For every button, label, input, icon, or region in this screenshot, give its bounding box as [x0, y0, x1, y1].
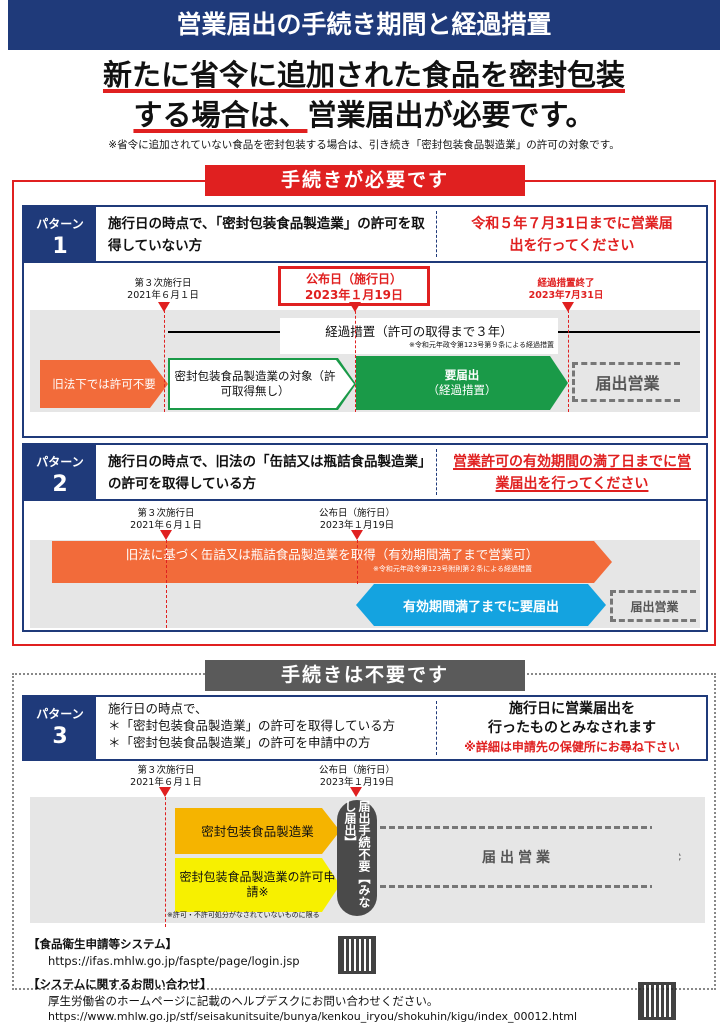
footer-inquiry-heading: 【システムに関するお問い合わせ】 [28, 977, 212, 991]
headline-note: ※省令に追加されていない食品を密封包装する場合は、引き続き「密封包装食品製造業」… [108, 139, 620, 151]
footer-system-heading: 【食品衛生申請等システム】 [28, 937, 178, 951]
arrow-sealed-license: 密封包装食品製造業 [175, 808, 340, 854]
arrow-license-applying: 密封包装食品製造業の許可申請※ [175, 858, 340, 912]
pattern-3-text: 施行日の時点で、＊「密封包装食品製造業」の許可を取得している方＊「密封包装食品製… [108, 701, 396, 750]
arrow-notification-required: 要届出（経過措置） [356, 356, 568, 410]
p3-arrow-notified-business: 届出営業 [380, 826, 656, 888]
footer-inquiry-link[interactable]: https://www.mhlw.go.jp/stf/seisakunitsui… [48, 1010, 578, 1023]
arrow-renewal-deadline: 有効期間満了までに要届出 [356, 584, 606, 626]
footer-inquiry-text: 厚生労働省のホームページに記載のヘルプデスクにお問い合わせください。 [48, 994, 439, 1008]
qr-code-system [338, 936, 376, 974]
page-title: 営業届出の手続き期間と経過措置 [8, 0, 720, 50]
pattern-1-text: 施行日の時点で、「密封包装食品製造業」の許可を取得していない方 [108, 216, 425, 254]
pattern-3-result: 施行日に営業届出を行ったものとみなされます※詳細は申請先の保健所にお尋ね下さい [464, 701, 680, 754]
pattern-2-deadline: 営業許可の有効期間の満了日までに営業届出を行ってください [453, 454, 691, 492]
footer-system-link[interactable]: https://ifas.mhlw.go.jp/faspte/page/logi… [48, 954, 300, 968]
p2-date-promulgation: 公布日（施行日）2023年１月19日 [318, 508, 395, 531]
arrow-old-license: 旧法に基づく缶詰又は瓶詰食品製造業を取得（有効期間満了まで営業可）※令和元年政令… [52, 541, 612, 583]
arrow-target: 密封包装食品製造業の対象（許可取得無し） [168, 358, 356, 410]
date-promulgation: 公布日（施行日）2023年１月19日 [278, 266, 430, 306]
p3-note: ※許可・不許可処分がなされていないものに限る [167, 911, 320, 919]
transition-span: 経過措置（許可の取得まで３年）※令和元年政令第123号第９条による経過措置 [280, 318, 558, 354]
not-required-label: 手続きは不要です [205, 660, 525, 691]
pattern-2-text: 施行日の時点で、旧法の「缶詰又は瓶詰食品製造業」の許可を取得している方 [108, 454, 432, 492]
arrow-old-law: 旧法下では許可不要 [40, 360, 168, 408]
headline-line1: 新たに省令に追加された食品を密封包装 [102, 58, 625, 92]
arrow-notified-business: 届出営業 [572, 362, 680, 402]
headline-line2: する場合は、営業届出が必要です。 [133, 98, 595, 132]
pattern-1-deadline: 令和５年７月31日までに営業届出を行ってください [471, 216, 673, 254]
required-label: 手続きが必要です [205, 165, 525, 196]
p3-date-promulgation: 公布日（施行日）2023年１月19日 [318, 765, 395, 788]
qr-code-inquiry [638, 982, 676, 1020]
no-procedure-pill: 届出手続不要【みなし届出】 [337, 800, 377, 916]
p2-arrow-notified-business: 届出営業 [610, 590, 696, 622]
